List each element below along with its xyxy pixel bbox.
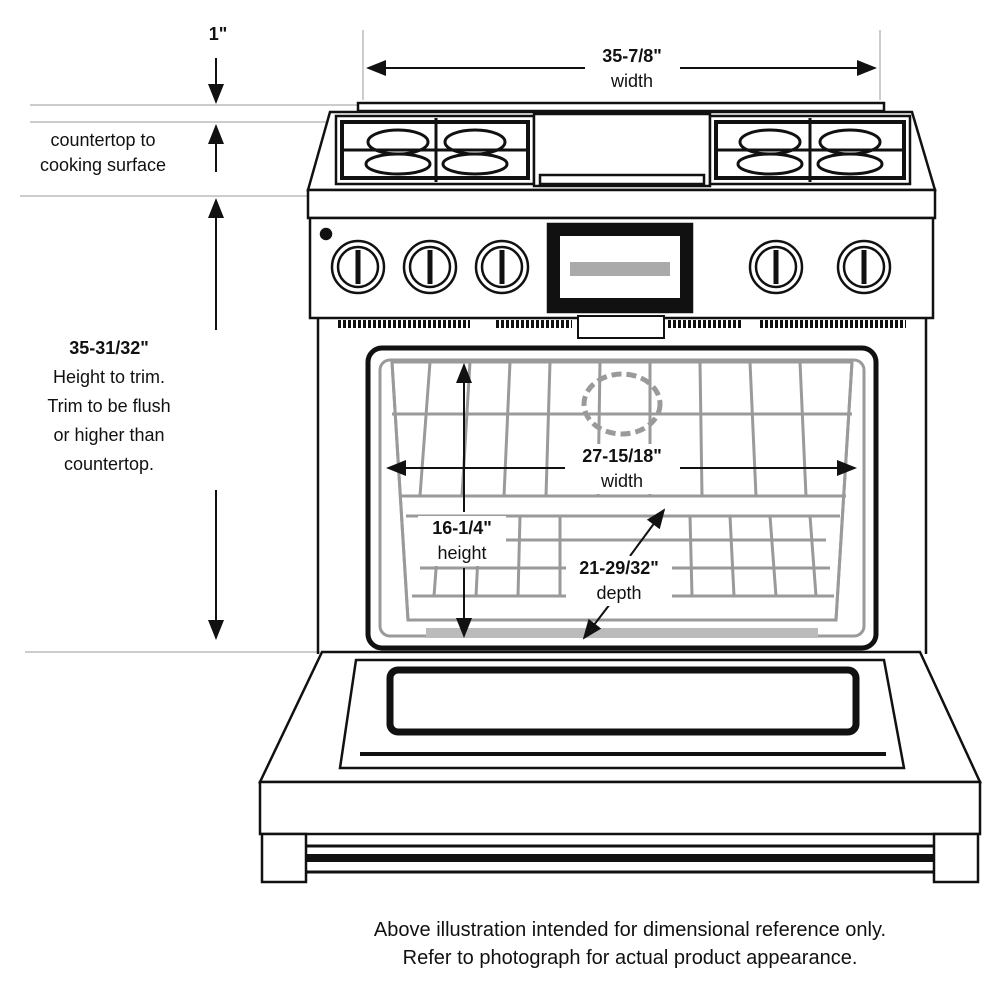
left-burner-grate <box>334 114 536 186</box>
extension-lines <box>20 30 881 653</box>
oven-depth-arrow-down <box>582 603 611 640</box>
knob-3 <box>474 239 530 295</box>
dimension-arrows <box>208 58 877 640</box>
top-offset-label: 1" <box>208 24 228 44</box>
oven-width-label: 27-15/18" width <box>566 444 678 494</box>
right-burner-grate <box>708 114 912 186</box>
knob-5 <box>836 239 892 295</box>
cooktop <box>306 101 937 192</box>
overall-width-label: 35-7/8" width <box>586 44 678 94</box>
convection-fan <box>581 371 663 437</box>
control-panel <box>306 188 937 320</box>
griddle <box>532 112 712 188</box>
oven-body <box>316 318 928 654</box>
disclaimer: Above illustration intended for dimensio… <box>300 916 960 972</box>
knob-1 <box>330 239 386 295</box>
disclaimer-line-1: Above illustration intended for dimensio… <box>373 919 887 941</box>
display-screen <box>546 222 694 314</box>
oven-depth-arrow-up <box>629 508 666 557</box>
disclaimer-line-2: Refer to photograph for actual product a… <box>402 947 858 969</box>
countertop-note: countertop to cooking surface <box>39 130 167 175</box>
knob-4 <box>748 239 804 295</box>
oven-height-label: 16-1/4" height <box>418 516 506 566</box>
oven-dimension-arrows <box>386 363 857 640</box>
oven-depth-label: 21-29/32" depth <box>566 556 672 606</box>
trim-height-label: 35-31/32" Height to trim. Trim to be flu… <box>22 334 196 479</box>
oven-door <box>258 650 982 884</box>
vent-strip <box>338 315 906 339</box>
knob-2 <box>402 239 458 295</box>
